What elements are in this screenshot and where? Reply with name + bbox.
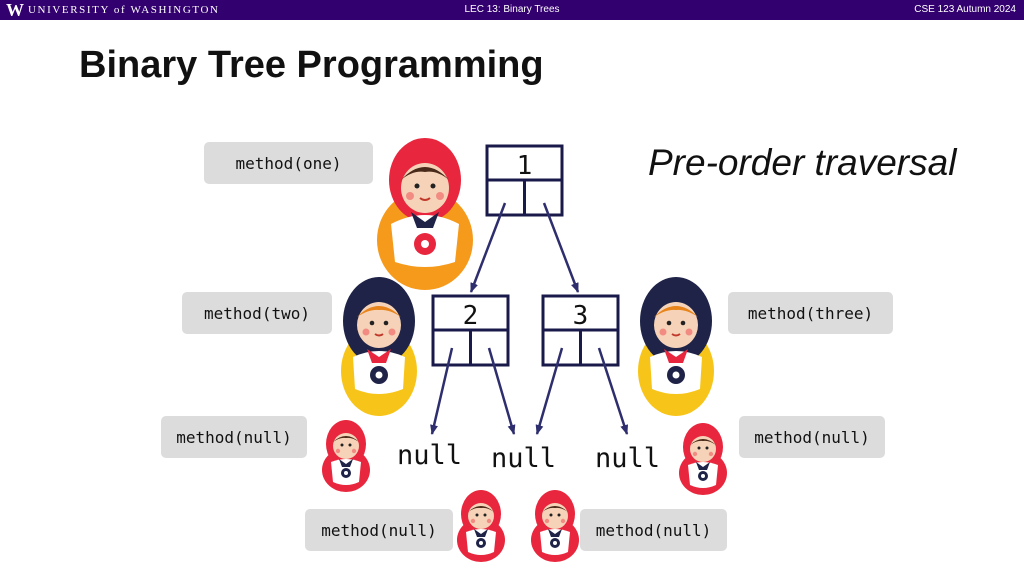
null-label: null [397, 440, 463, 471]
nesting-doll-right-icon [637, 276, 715, 417]
nesting-doll-large-icon [376, 137, 474, 291]
node-value-left: 2 [463, 301, 479, 331]
tree-edges [430, 202, 629, 435]
nesting-doll-small-bottom-right-icon [531, 490, 579, 562]
null-label: null [595, 443, 661, 474]
method-call-null: method(null) [305, 509, 453, 551]
lecture-title: LEC 13: Binary Trees [464, 4, 560, 15]
method-call-null: method(null) [161, 416, 307, 458]
null-label: null [491, 443, 557, 474]
method-call-null: method(null) [739, 416, 885, 458]
edge-left-null-b [487, 347, 516, 435]
method-call-one: method(one) [204, 142, 373, 184]
tree-node-left: 2 [431, 294, 510, 367]
node-value-right: 3 [573, 301, 589, 331]
edge-right-null-a [535, 347, 564, 435]
tree-node-right: 3 [541, 294, 620, 367]
slide-subtitle: Pre-order traversal [648, 142, 957, 183]
edge-left-null-a [430, 347, 454, 435]
edge-root-left [469, 202, 507, 293]
method-call-null: method(null) [580, 509, 727, 551]
header-bar: W UNIVERSITY of WASHINGTON LEC 13: Binar… [0, 0, 1024, 20]
university-name: UNIVERSITY of WASHINGTON [28, 4, 220, 16]
tree-node-root: 1 [485, 144, 564, 217]
edge-right-null-b [597, 347, 629, 435]
uw-logo-icon: W [6, 0, 24, 20]
course-name: CSE 123 Autumn 2024 [914, 4, 1016, 15]
nesting-doll-left-icon [340, 276, 418, 417]
nesting-doll-small-left-icon [322, 420, 370, 492]
node-value-root: 1 [517, 151, 533, 181]
slide-title: Binary Tree Programming [79, 44, 544, 86]
edge-root-right [542, 202, 580, 293]
method-call-three: method(three) [728, 292, 893, 334]
nesting-doll-small-bottom-left-icon [457, 490, 505, 562]
method-call-two: method(two) [182, 292, 332, 334]
nesting-doll-small-right-icon [679, 423, 727, 495]
